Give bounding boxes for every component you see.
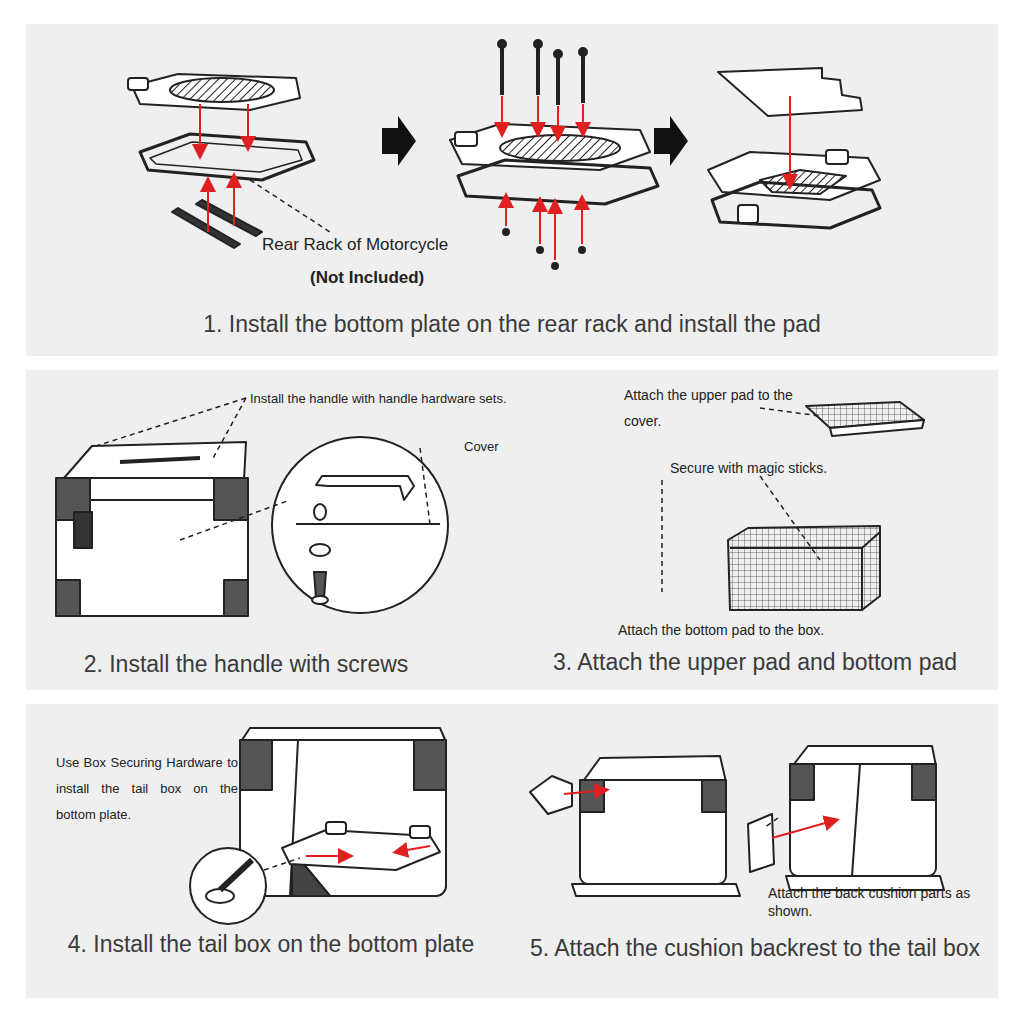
callout-note: Rear Rack of Motorcycle [262, 232, 522, 258]
step-caption: 3. Attach the upper pad and bottom pad [520, 646, 990, 678]
callout-note: (Not Included) [310, 265, 510, 291]
step-band: 4. Install the tail box on the bottom pl… [26, 704, 998, 998]
callout-note: Secure with magic sticks. [670, 455, 900, 481]
step-caption: 1. Install the bottom plate on the rear … [26, 308, 998, 340]
callout-note: Attach the back cushion parts as shown. [768, 884, 978, 920]
callout-note: Attach the bottom pad to the box. [618, 617, 918, 643]
callout-note: Install the handle with handle hardware … [250, 386, 508, 412]
step-caption: 5. Attach the cushion backrest to the ta… [520, 932, 990, 964]
step-caption: 4. Install the tail box on the bottom pl… [36, 928, 506, 960]
step-caption: 2. Install the handle with screws [36, 648, 456, 680]
callout-note: Attach the upper pad to the cover. [624, 382, 814, 434]
step-band: 1. Install the bottom plate on the rear … [26, 24, 998, 356]
step-band: 2. Install the handle with screws 3. Atta… [26, 370, 998, 690]
callout-note: Cover [464, 434, 544, 460]
callout-note: Use Box Securing Hardware to install the… [56, 750, 238, 828]
